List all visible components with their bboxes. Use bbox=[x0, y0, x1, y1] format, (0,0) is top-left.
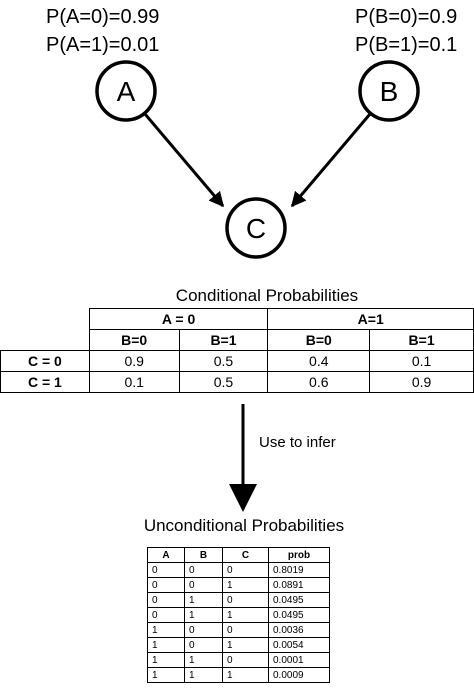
table-row: 0 1 0 0.0495 bbox=[147, 592, 330, 608]
node-a bbox=[95, 60, 157, 122]
table-cell: 0 bbox=[222, 652, 269, 668]
corner-cell bbox=[1, 309, 90, 330]
prior-b0: P(B=0)=0.9 bbox=[355, 6, 458, 28]
corner-cell bbox=[1, 330, 90, 351]
table-cell: 1 bbox=[184, 652, 223, 668]
table-cell: 0 bbox=[147, 607, 185, 623]
table-cell: 0.8019 bbox=[268, 562, 330, 578]
table-cell: 0 bbox=[147, 577, 185, 593]
table-cell: 1 bbox=[222, 607, 269, 623]
row-label: C = 0 bbox=[0, 350, 90, 372]
subheader-cell: B=0 bbox=[88, 329, 180, 351]
table-cell: 0.0036 bbox=[268, 622, 330, 638]
table-row: 0 1 1 0.0495 bbox=[147, 607, 330, 623]
table-cell: 0.9 bbox=[88, 350, 180, 372]
subheader-cell: B=0 bbox=[267, 329, 371, 351]
node-a-label: A bbox=[117, 76, 136, 107]
subheader-cell: B=1 bbox=[178, 329, 269, 351]
table-cell: 0 bbox=[222, 592, 269, 608]
header-a1: A=1 bbox=[267, 308, 474, 330]
prior-a0: P(A=0)=0.99 bbox=[46, 6, 160, 28]
table-row: 0 0 1 0.0891 bbox=[147, 577, 330, 593]
table-row: 1 1 0 0.0001 bbox=[147, 652, 330, 668]
table-cell: 0 bbox=[184, 562, 223, 578]
table-cell: 1 bbox=[184, 667, 223, 683]
table-cell: 1 bbox=[147, 622, 185, 638]
table-cell: 0.9 bbox=[369, 371, 474, 393]
inference-arrow bbox=[229, 404, 257, 512]
inference-label: Use to infer bbox=[259, 434, 336, 451]
edge-a-to-c bbox=[143, 113, 225, 208]
row-label: C = 1 bbox=[0, 371, 90, 393]
table-cell: 0 bbox=[222, 562, 269, 578]
table-cell: 0 bbox=[147, 592, 185, 608]
table-cell: 0.0009 bbox=[268, 667, 330, 683]
table-cell: 1 bbox=[222, 667, 269, 683]
table-row: 1 1 1 0.0009 bbox=[147, 667, 330, 683]
table-row: C = 0 0.9 0.5 0.4 0.1 bbox=[0, 350, 474, 372]
table-cell: 0.1 bbox=[88, 371, 180, 393]
table-cell: 0 bbox=[184, 637, 223, 653]
node-c-label: C bbox=[246, 213, 266, 244]
table-cell: 0.0495 bbox=[268, 592, 330, 608]
table-cell: 0.0891 bbox=[268, 577, 330, 593]
node-b-label: B bbox=[380, 76, 399, 107]
prior-a1: P(A=1)=0.01 bbox=[46, 34, 160, 56]
table-cell: 0 bbox=[184, 577, 223, 593]
node-b bbox=[358, 60, 420, 122]
bayes-network: A B C bbox=[95, 60, 420, 259]
table-cell: 0.0001 bbox=[268, 652, 330, 668]
table-cell: 0.1 bbox=[369, 350, 474, 372]
table-row: 1 0 1 0.0054 bbox=[147, 637, 330, 653]
table-cell: 0.5 bbox=[178, 371, 269, 393]
table-row: C = 1 0.1 0.5 0.6 0.9 bbox=[0, 371, 474, 393]
table-cell: 0 bbox=[222, 622, 269, 638]
table-cell: 0.5 bbox=[178, 350, 269, 372]
unconditional-table: A B C prob 0 0 0 0.8019 0 0 1 0.0891 0 1… bbox=[147, 547, 330, 683]
table-cell: 1 bbox=[222, 637, 269, 653]
node-c bbox=[225, 197, 287, 259]
table-cell: 1 bbox=[222, 577, 269, 593]
table-cell: 0.0495 bbox=[268, 607, 330, 623]
edge-b-to-c bbox=[290, 113, 372, 208]
table-cell: 0 bbox=[184, 622, 223, 638]
column-header: prob bbox=[268, 547, 330, 563]
table-row: 0 0 0 0.8019 bbox=[147, 562, 330, 578]
prior-b1: P(B=1)=0.1 bbox=[355, 34, 458, 56]
table-cell: 0 bbox=[147, 562, 185, 578]
table-cell: 0.6 bbox=[267, 371, 371, 393]
conditional-table: A = 0 A=1 B=0 B=1 B=0 B=1 C = 0 0.9 0.5 … bbox=[0, 308, 474, 393]
table-cell: 1 bbox=[147, 667, 185, 683]
table-row: 1 0 0 0.0036 bbox=[147, 622, 330, 638]
column-header: B bbox=[184, 547, 223, 563]
table-cell: 1 bbox=[184, 592, 223, 608]
subheader-cell: B=1 bbox=[369, 329, 474, 351]
table-cell: 0.4 bbox=[267, 350, 371, 372]
table-cell: 0.0054 bbox=[268, 637, 330, 653]
unconditional-title: Unconditional Probabilities bbox=[143, 516, 345, 535]
table-cell: 1 bbox=[147, 637, 185, 653]
table-cell: 1 bbox=[147, 652, 185, 668]
conditional-title: Conditional Probabilities bbox=[175, 286, 359, 305]
column-header: C bbox=[222, 547, 269, 563]
column-header: A bbox=[147, 547, 185, 563]
table-cell: 1 bbox=[184, 607, 223, 623]
header-a0: A = 0 bbox=[88, 308, 269, 330]
